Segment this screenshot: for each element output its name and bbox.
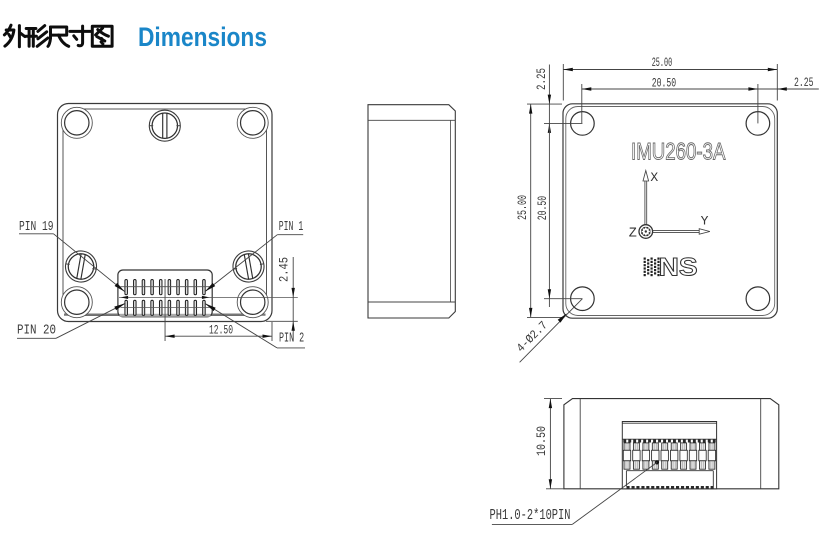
svg-text:IMU260-3A: IMU260-3A	[631, 139, 726, 166]
svg-text:Y: Y	[701, 213, 709, 228]
svg-text:25.00: 25.00	[516, 195, 530, 220]
svg-text:PIN 2: PIN 2	[279, 332, 304, 347]
svg-text:20.50: 20.50	[652, 76, 677, 90]
svg-text:PH1.0-2*10PIN: PH1.0-2*10PIN	[490, 508, 571, 524]
svg-text:Z: Z	[629, 226, 637, 241]
svg-text:Dimensions: Dimensions	[138, 22, 267, 52]
svg-text:PIN 1: PIN 1	[279, 220, 303, 235]
svg-text:25.00: 25.00	[652, 56, 673, 70]
svg-text:12.50: 12.50	[209, 324, 233, 338]
svg-text:2.45: 2.45	[277, 257, 291, 282]
svg-text:PIN 19: PIN 19	[19, 220, 54, 235]
svg-text:2.25: 2.25	[535, 68, 549, 90]
svg-text:X: X	[650, 170, 658, 185]
svg-text:10.50: 10.50	[534, 426, 549, 456]
svg-text:20.50: 20.50	[536, 196, 550, 221]
svg-text:NS: NS	[659, 253, 698, 281]
svg-text:PIN 20: PIN 20	[17, 324, 56, 339]
svg-text:2.25: 2.25	[794, 76, 814, 90]
